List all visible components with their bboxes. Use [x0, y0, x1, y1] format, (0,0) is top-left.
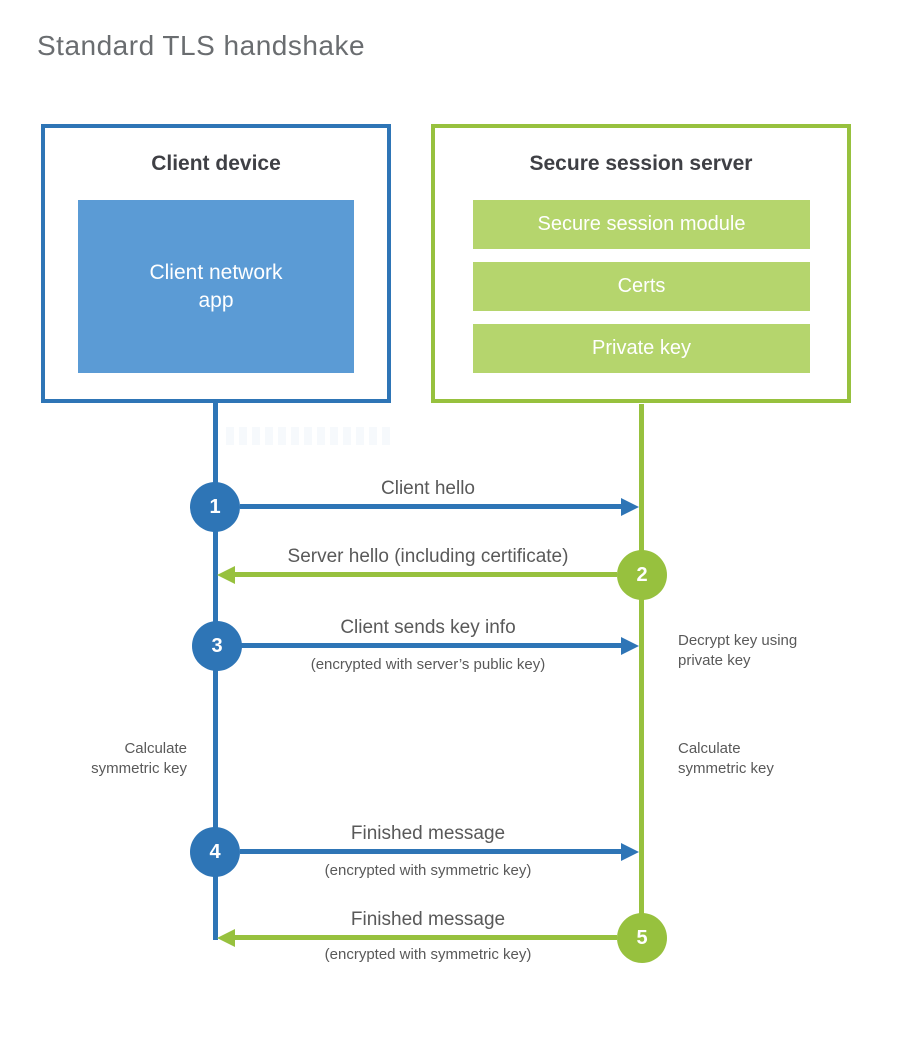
message-sublabel-finished-client: (encrypted with symmetric key) [324, 862, 532, 879]
message-label-key-info: Client sends key info [340, 617, 516, 638]
client-lifeline [213, 403, 218, 940]
arrow-head-left-icon [217, 929, 235, 947]
step-3-badge: 3 [192, 621, 242, 671]
arrow-shaft [240, 849, 621, 854]
message-sublabel-key-info: (encrypted with server’s public key) [310, 656, 546, 673]
arrow-shaft [235, 572, 617, 577]
server-module-certs: Certs [473, 262, 810, 311]
message-label-finished-server: Finished message [350, 909, 506, 930]
server-module-private-key: Private key [473, 324, 810, 373]
arrow-head-right-icon [621, 843, 639, 861]
client-device-title: Client device [151, 152, 281, 175]
arrow-head-right-icon [621, 637, 639, 655]
step-5-badge: 5 [617, 913, 667, 963]
message-label-server-hello: Server hello (including certificate) [287, 546, 569, 567]
step-2-badge: 2 [617, 550, 667, 600]
arrow-shaft [240, 643, 621, 648]
server-lifeline [639, 404, 644, 938]
server-module-secure-session: Secure session module [473, 200, 810, 249]
arrow-shaft [235, 935, 617, 940]
message-sublabel-finished-server: (encrypted with symmetric key) [324, 946, 532, 963]
arrow-shaft [240, 504, 621, 509]
secure-session-server-title: Secure session server [529, 152, 753, 175]
arrow-head-left-icon [217, 566, 235, 584]
note-calculate-symmetric-key-server: Calculate symmetric key [678, 740, 774, 778]
step-4-badge: 4 [190, 827, 240, 877]
message-label-finished-client: Finished message [350, 823, 506, 844]
note-decrypt-key: Decrypt key using private key [678, 632, 798, 670]
message-label-client-hello: Client hello [381, 478, 475, 499]
faint-dash-artifact [226, 427, 393, 445]
step-1-badge: 1 [190, 482, 240, 532]
client-network-app-block: Client network app [78, 200, 354, 373]
note-calculate-symmetric-key-client: Calculate symmetric key [91, 740, 187, 778]
arrow-head-right-icon [621, 498, 639, 516]
page-title: Standard TLS handshake [37, 30, 366, 61]
